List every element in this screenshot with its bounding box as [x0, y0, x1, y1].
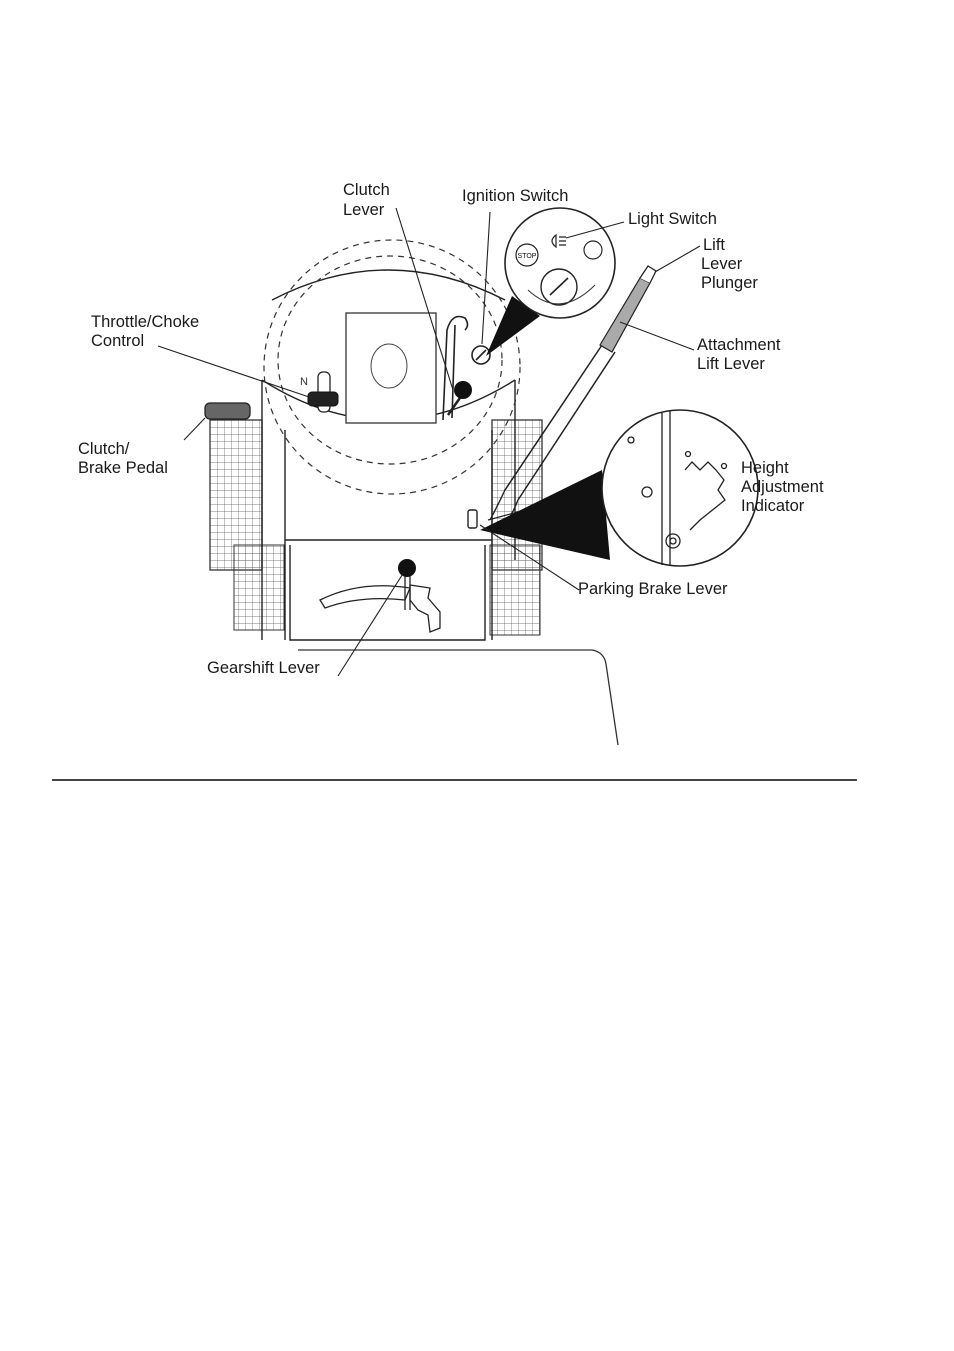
dashboard-panel [346, 313, 436, 423]
gearshift-knob [398, 559, 416, 577]
lift-plunger-label-line1: Lift [703, 236, 725, 255]
height-label-line3: Indicator [741, 497, 804, 516]
clutch-lever-label-line1: Clutch [343, 181, 390, 200]
attachment-lift-label-line1: Attachment [697, 336, 780, 355]
ignition-switch-label: Ignition Switch [462, 187, 568, 206]
clutch-lever-knob [454, 381, 472, 399]
clutch-lever-label-line2: Lever [343, 201, 384, 220]
gearshift [320, 559, 440, 632]
dashboard [346, 313, 436, 423]
throttle-label-line2: Control [91, 332, 144, 351]
height-label-line2: Adjustment [741, 478, 824, 497]
clutch-brake-label-line2: Brake Pedal [78, 459, 168, 478]
attachment-lift-label-line2: Lift Lever [697, 355, 765, 374]
gearshift-label: Gearshift Lever [207, 659, 320, 678]
throttle-label-line1: Throttle/Choke [91, 313, 199, 332]
parking-brake-lever [468, 510, 477, 528]
clutch-brake-pedal [205, 403, 250, 419]
parking-brake-label: Parking Brake Lever [578, 580, 728, 599]
svg-text:N: N [300, 376, 308, 388]
light-switch-label: Light Switch [628, 210, 717, 229]
lift-plunger-label-line3: Plunger [701, 274, 758, 293]
horizontal-rule [52, 779, 857, 781]
left-rear-tire [234, 545, 284, 630]
throttle-control: N [300, 372, 338, 412]
lift-plunger-label-line2: Lever [701, 255, 742, 274]
start-icon [584, 241, 602, 259]
clutch-brake-label-line1: Clutch/ [78, 440, 129, 459]
height-label-line1: Height [741, 459, 789, 478]
stop-icon-text: STOP [518, 253, 537, 260]
